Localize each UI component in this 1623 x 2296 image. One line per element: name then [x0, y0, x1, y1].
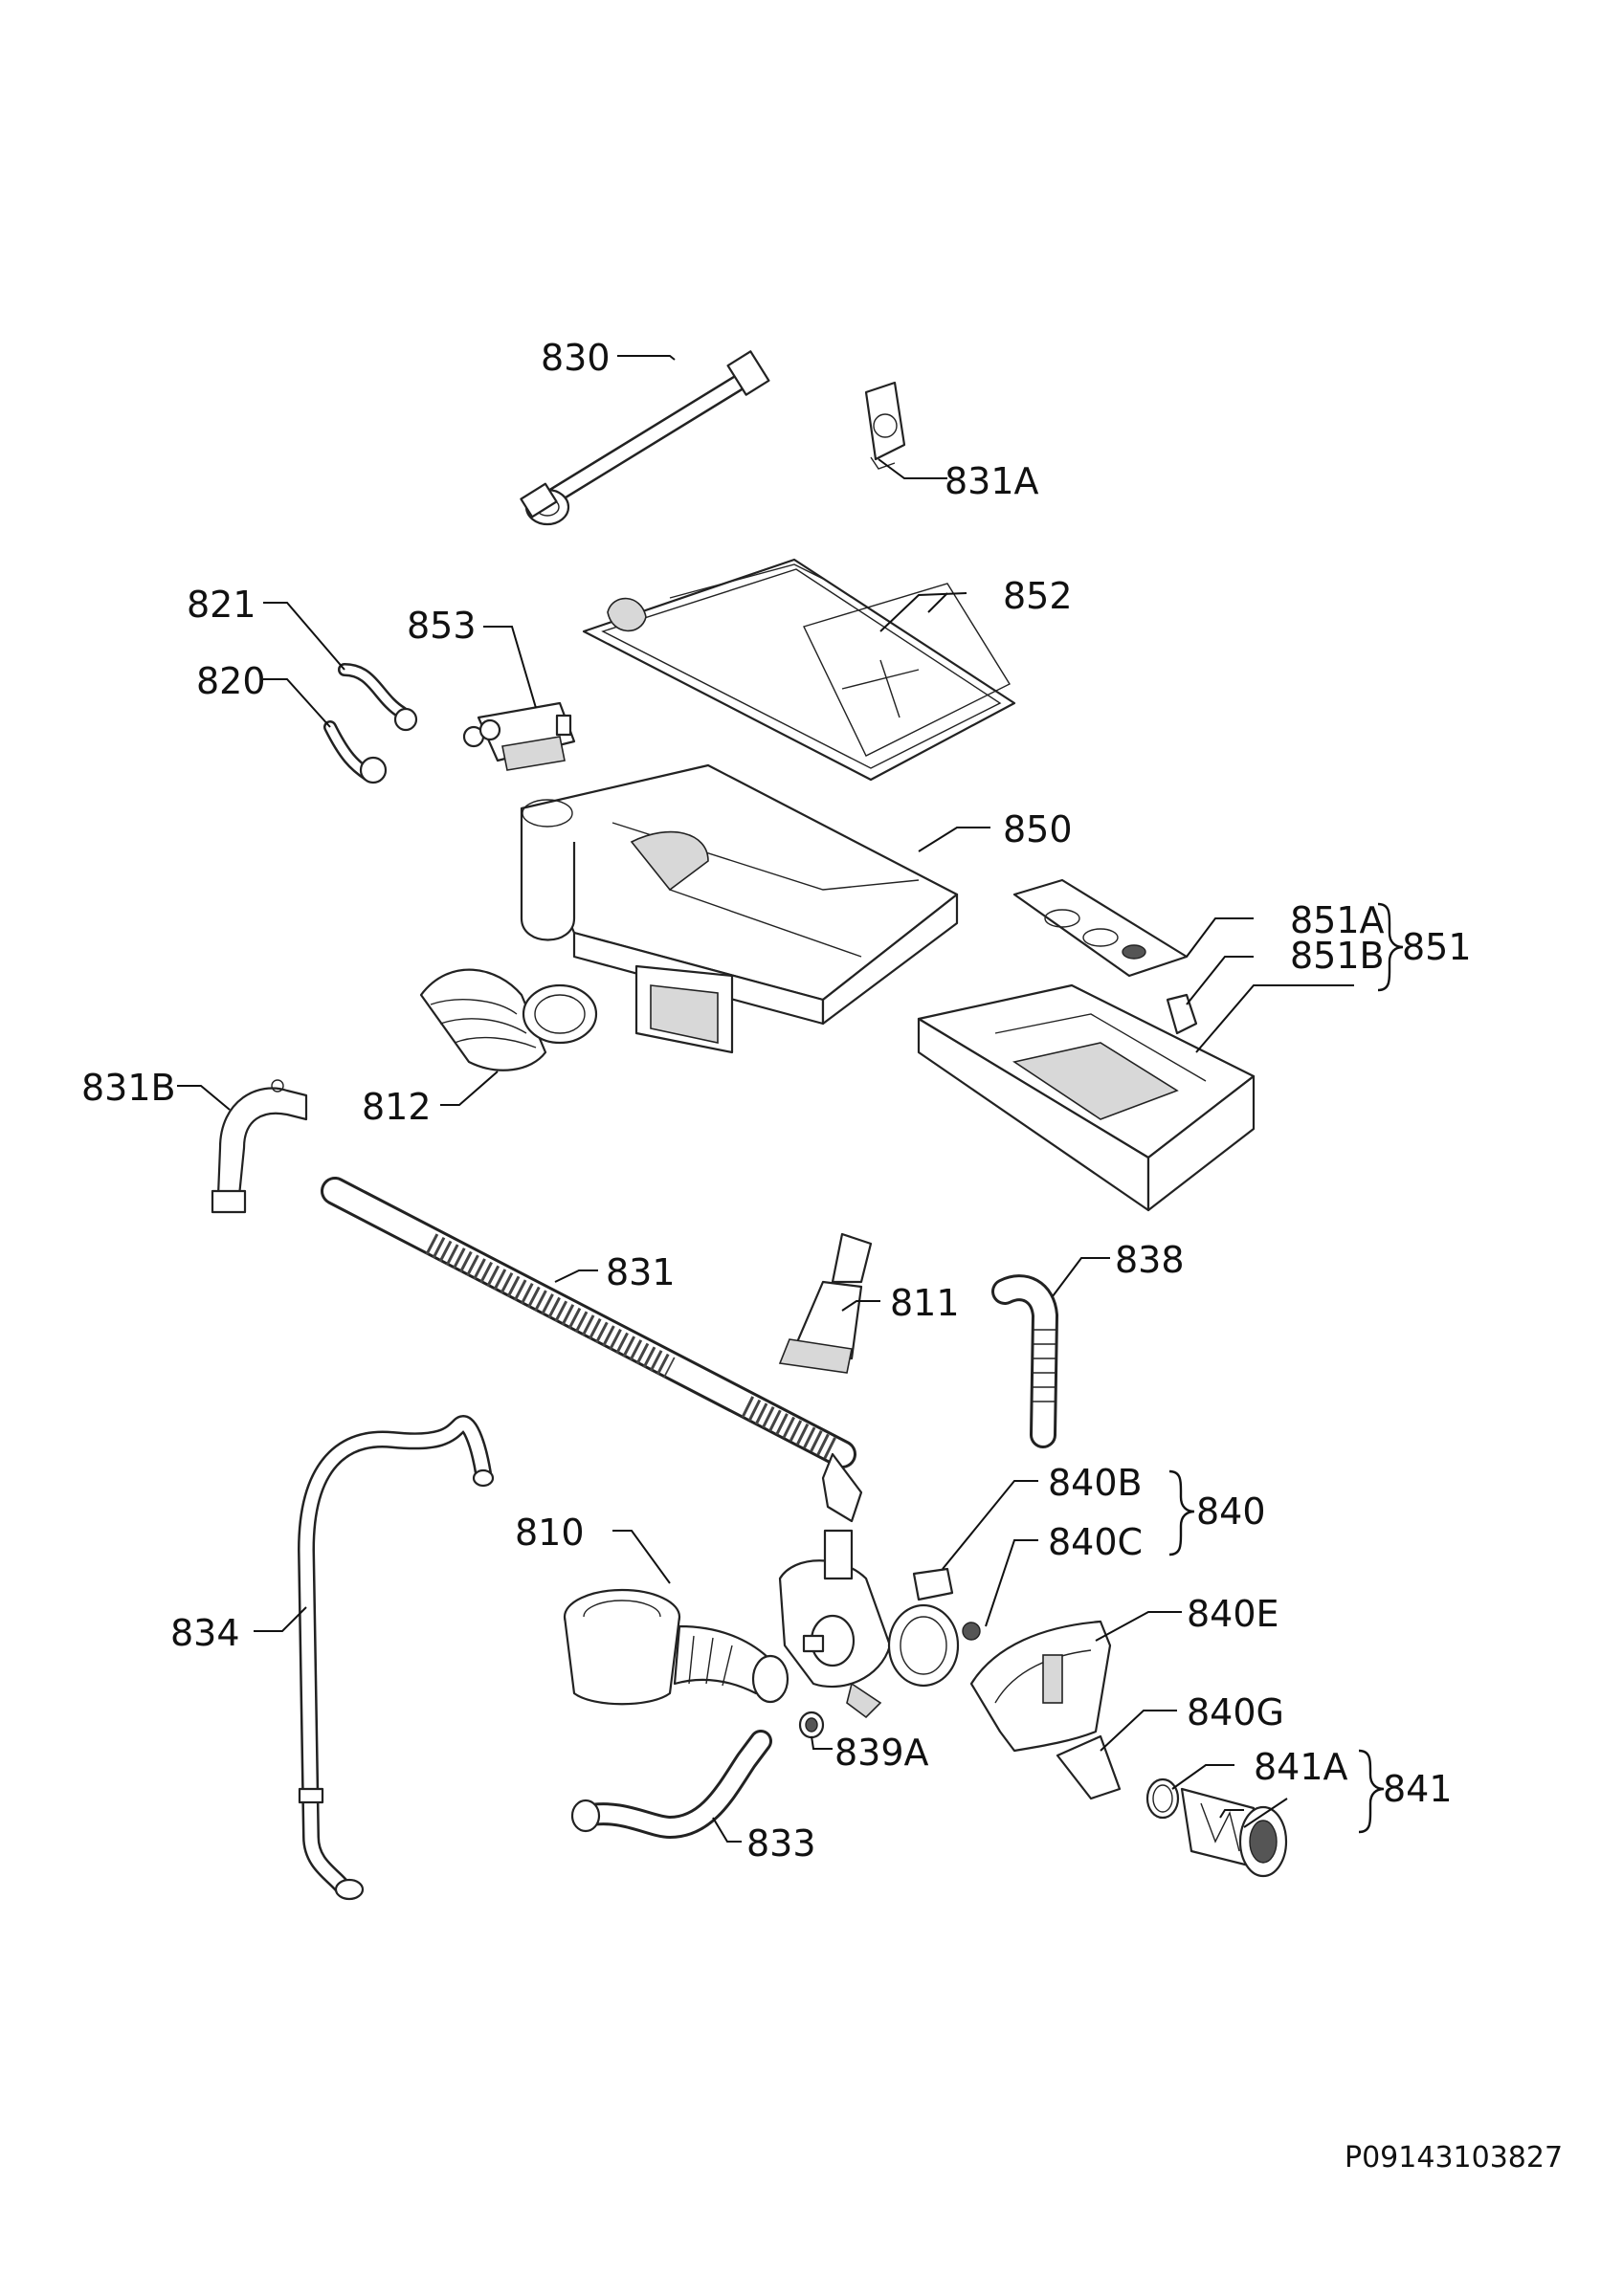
part-840E-housing — [969, 1620, 1112, 1753]
label-840E: 840E — [1187, 1593, 1279, 1635]
label-831: 831 — [606, 1251, 676, 1293]
label-850: 850 — [1003, 808, 1073, 850]
label-839A: 839A — [834, 1732, 929, 1774]
label-838: 838 — [1115, 1239, 1185, 1281]
part-831-drain-hose — [321, 1177, 863, 1523]
label-831B: 831B — [81, 1067, 176, 1109]
part-838-corrugated-hose — [991, 1274, 1059, 1448]
part-839A-connector — [798, 1711, 825, 1739]
label-841: 841 — [1383, 1768, 1453, 1810]
label-812: 812 — [362, 1086, 432, 1128]
part-830-inlet-hose — [520, 350, 770, 526]
part-820-hose — [323, 720, 388, 784]
part-812-bellows — [419, 968, 598, 1071]
label-841A: 841A — [1254, 1746, 1348, 1788]
label-851B: 851B — [1290, 935, 1385, 977]
label-830: 830 — [541, 337, 611, 379]
brace-841 — [1358, 1749, 1385, 1834]
label-833: 833 — [746, 1822, 816, 1865]
part-810-sump — [563, 1588, 789, 1706]
part-851B-siphon-cap — [1166, 993, 1198, 1035]
part-833-hose — [570, 1730, 772, 1840]
part-840G-flap — [1056, 1734, 1122, 1800]
label-834: 834 — [170, 1612, 240, 1654]
part-841-filter — [1180, 1787, 1288, 1878]
part-850-dispenser-housing — [520, 763, 959, 1054]
label-840B: 840B — [1048, 1462, 1143, 1504]
part-840C-seal — [962, 1622, 981, 1641]
part-852-dispenser-lid — [582, 558, 1016, 782]
part-811-connector — [778, 1232, 873, 1374]
brace-851 — [1377, 902, 1404, 992]
part-853-valve — [462, 701, 576, 771]
label-810: 810 — [515, 1512, 585, 1554]
label-831A: 831A — [945, 460, 1039, 502]
label-852: 852 — [1003, 575, 1073, 617]
label-851: 851 — [1402, 926, 1472, 968]
label-840C: 840C — [1048, 1521, 1143, 1563]
part-821-hose — [338, 663, 418, 732]
part-840-pump — [778, 1529, 960, 1719]
label-840G: 840G — [1187, 1691, 1284, 1733]
part-841A-o-ring — [1145, 1777, 1180, 1820]
leader-lines — [177, 355, 1354, 1843]
document-id: P09143103827 — [1345, 2141, 1563, 2175]
part-851A-drawer-insert — [1012, 878, 1189, 978]
callout-labels: 830 831A 821 853 852 820 850 851A 851B 8… — [81, 337, 1472, 1865]
label-853: 853 — [407, 605, 477, 647]
label-851A: 851A — [1290, 899, 1385, 941]
part-840B-clip — [912, 1567, 954, 1601]
part-851-drawer — [917, 983, 1256, 1212]
part-831A-bracket — [864, 381, 906, 470]
label-811: 811 — [890, 1282, 960, 1324]
brace-840 — [1168, 1469, 1195, 1556]
label-820: 820 — [196, 660, 266, 702]
label-840: 840 — [1196, 1490, 1266, 1533]
label-821: 821 — [187, 584, 256, 626]
part-834-outlet-hose — [297, 1415, 495, 1901]
part-831B-hose-hook — [211, 1079, 308, 1214]
